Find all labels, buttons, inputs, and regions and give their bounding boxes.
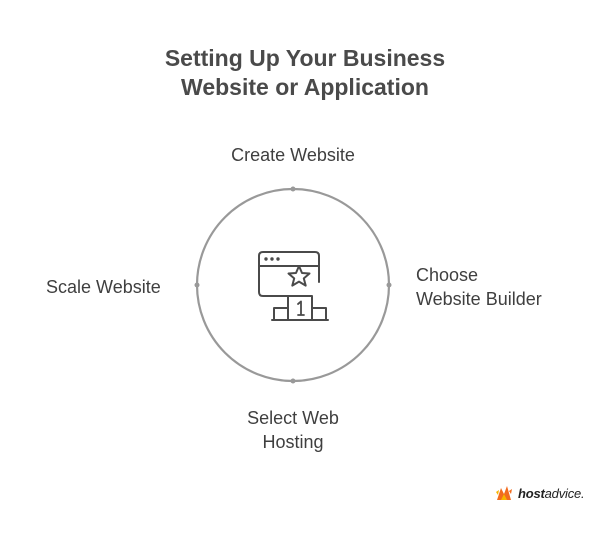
diagram-title: Setting Up Your Business Website or Appl… xyxy=(0,44,610,102)
podium-icon xyxy=(271,295,329,321)
hostadvice-wordmark: hostadvice. xyxy=(518,485,585,501)
cycle-node-top xyxy=(290,186,296,192)
hostadvice-mark-icon xyxy=(496,486,512,500)
step-select-web-hosting: Select Web Hosting xyxy=(0,406,586,454)
brand-text-bold: host xyxy=(518,485,545,501)
step-choose-website-builder-line-1: Choose xyxy=(416,265,479,285)
step-scale-website-line-1: Scale Website xyxy=(46,277,161,297)
star-icon xyxy=(287,265,311,287)
title-line-2: Website or Application xyxy=(181,74,429,100)
step-create-website-line-1: Create Website xyxy=(231,145,355,165)
step-choose-website-builder-line-2: Website Builder xyxy=(416,289,542,309)
podium-number-glyph xyxy=(297,300,305,316)
step-choose-website-builder: Choose Website Builder xyxy=(416,263,542,311)
title-line-1: Setting Up Your Business xyxy=(164,45,446,71)
step-create-website: Create Website xyxy=(0,143,586,167)
cycle-node-left xyxy=(194,282,200,288)
hostadvice-logo: hostadvice. xyxy=(493,482,585,504)
step-select-web-hosting-line-1: Select Web xyxy=(247,408,339,428)
website-podium-icon xyxy=(258,251,329,321)
cycle-node-bottom xyxy=(290,378,296,384)
browser-window-icon xyxy=(258,251,320,297)
step-scale-website: Scale Website xyxy=(46,275,161,299)
step-select-web-hosting-line-2: Hosting xyxy=(262,432,324,452)
brand-text-regular: advice. xyxy=(544,485,585,501)
browser-dots-icon xyxy=(264,257,280,261)
cycle-node-right xyxy=(386,282,392,288)
